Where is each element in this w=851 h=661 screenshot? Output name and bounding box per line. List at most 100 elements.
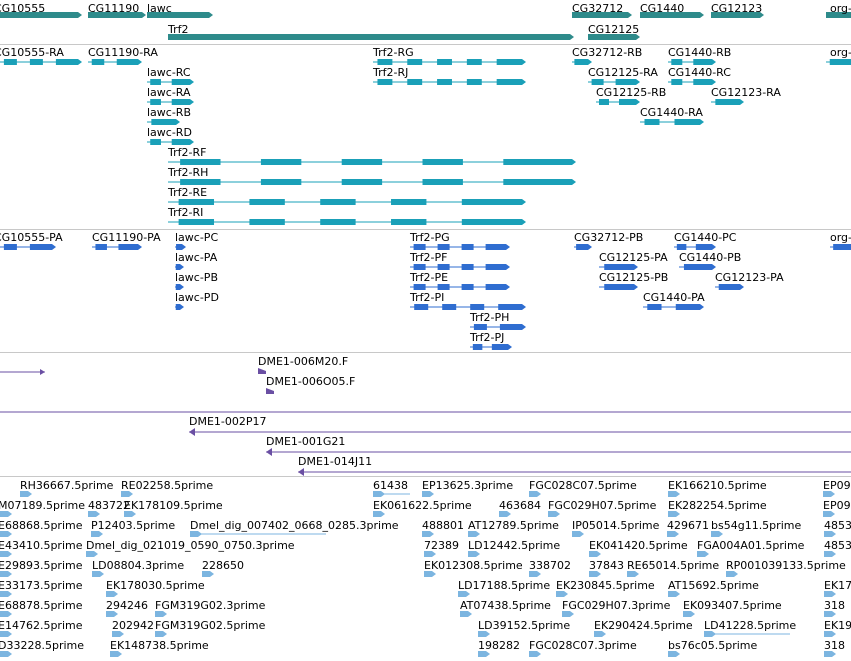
ests-feature-label[interactable]: LD41228.5prime xyxy=(704,619,797,632)
ests-feature-label[interactable]: 4853 xyxy=(824,519,851,532)
ests-feature-glyph[interactable] xyxy=(726,571,738,577)
ests-feature-label[interactable]: 429671 xyxy=(667,519,709,532)
proteins-feature-glyph[interactable] xyxy=(599,264,638,270)
ests-feature-glyph[interactable] xyxy=(529,491,541,497)
ests-feature-glyph[interactable] xyxy=(110,651,122,657)
proteins-feature-label[interactable]: Trf2-PH xyxy=(470,311,510,324)
genes-feature-glyph[interactable] xyxy=(147,12,213,18)
ests-feature-glyph[interactable] xyxy=(190,531,326,537)
transcripts-feature-glyph[interactable] xyxy=(0,59,82,65)
ests-feature-label[interactable]: AT15692.5prime xyxy=(668,579,759,592)
ests-feature-label[interactable]: FGC028C07.5prime xyxy=(529,479,637,492)
ests-feature-glyph[interactable] xyxy=(627,571,639,577)
ests-feature-glyph[interactable] xyxy=(668,511,680,517)
ests-feature-glyph[interactable] xyxy=(589,571,601,577)
ests-feature-label[interactable]: E29893.5prime xyxy=(0,559,83,572)
ests-feature-label[interactable]: AT12789.5prime xyxy=(468,519,559,532)
proteins-feature-label[interactable]: lawc-PB xyxy=(175,271,218,284)
ests-feature-glyph[interactable] xyxy=(373,491,410,497)
transcripts-feature-label[interactable]: CG12125-RA xyxy=(588,66,658,79)
ests-feature-glyph[interactable] xyxy=(824,651,836,657)
ests-feature-label[interactable]: 37843 xyxy=(589,559,624,572)
proteins-feature-label[interactable]: CG1440-PB xyxy=(679,251,742,264)
genes-feature-glyph[interactable] xyxy=(168,34,574,40)
transcripts-feature-glyph[interactable] xyxy=(588,79,640,85)
proteins-feature-label[interactable]: CG10555-PA xyxy=(0,231,63,244)
proteins-feature-label[interactable]: Trf2-PF xyxy=(410,251,448,264)
ests-feature-glyph[interactable] xyxy=(106,611,118,617)
genes-feature-glyph[interactable] xyxy=(826,12,851,18)
genes-feature-label[interactable]: CG12123 xyxy=(711,2,763,15)
proteins-feature-glyph[interactable] xyxy=(574,244,592,250)
ests-feature-glyph[interactable] xyxy=(0,551,12,557)
ests-feature-glyph[interactable] xyxy=(824,551,836,557)
ests-feature-label[interactable]: D33228.5prime xyxy=(0,639,85,652)
genes-feature-label[interactable]: CG12125 xyxy=(588,23,640,36)
ests-feature-label[interactable]: EK178030.5prime xyxy=(106,579,205,592)
transcripts-feature-glyph[interactable] xyxy=(572,59,592,65)
transcripts-feature-label[interactable]: lawc-RA xyxy=(147,86,191,99)
ests-feature-glyph[interactable] xyxy=(106,591,118,597)
ests-feature-glyph[interactable] xyxy=(424,551,436,557)
proteins-feature-glyph[interactable] xyxy=(830,244,851,250)
genes-feature-label[interactable]: CG1440 xyxy=(640,2,685,15)
transcripts-feature-glyph[interactable] xyxy=(596,99,640,105)
ests-feature-glyph[interactable] xyxy=(112,631,124,637)
proteins-feature-glyph[interactable] xyxy=(410,284,510,290)
genes-feature-glyph[interactable] xyxy=(711,12,764,18)
transcripts-feature-glyph[interactable] xyxy=(147,99,194,105)
ests-feature-label[interactable]: E68868.5prime xyxy=(0,519,83,532)
ests-feature-label[interactable]: P12403.5prime xyxy=(91,519,176,532)
bac-feature-glyph[interactable] xyxy=(266,448,851,456)
ests-feature-glyph[interactable] xyxy=(202,571,214,577)
transcripts-feature-glyph[interactable] xyxy=(168,219,526,225)
proteins-feature-label[interactable]: Trf2-PI xyxy=(410,291,445,304)
ests-feature-glyph[interactable] xyxy=(422,491,434,497)
ests-feature-label[interactable]: 202942 xyxy=(112,619,154,632)
ests-feature-glyph[interactable] xyxy=(91,531,103,537)
ests-feature-label[interactable]: bs54g11.5prime xyxy=(711,519,802,532)
ests-feature-glyph[interactable] xyxy=(0,511,12,517)
proteins-feature-glyph[interactable] xyxy=(679,264,716,270)
ests-feature-label[interactable]: FGM319G02.3prime xyxy=(155,599,266,612)
transcripts-feature-glyph[interactable] xyxy=(168,179,576,185)
ests-feature-label[interactable]: LD12442.5prime xyxy=(468,539,561,552)
ests-feature-label[interactable]: EK148738.5prime xyxy=(110,639,209,652)
transcripts-feature-glyph[interactable] xyxy=(168,199,526,205)
ests-feature-label[interactable]: EK290424.5prime xyxy=(594,619,693,632)
bac-feature-label[interactable]: DME1-001G21 xyxy=(266,435,346,448)
ests-feature-label[interactable]: Dmel_dig_007402_0668_0285.3prime xyxy=(190,519,399,532)
ests-feature-glyph[interactable] xyxy=(824,631,836,637)
proteins-feature-glyph[interactable] xyxy=(0,244,56,250)
ests-feature-glyph[interactable] xyxy=(424,571,436,577)
ests-feature-label[interactable]: RH36667.5prime xyxy=(20,479,114,492)
ests-feature-label[interactable]: 338702 xyxy=(529,559,571,572)
proteins-feature-glyph[interactable] xyxy=(175,244,186,250)
ests-feature-glyph[interactable] xyxy=(548,511,560,517)
ests-feature-label[interactable]: EK230845.5prime xyxy=(556,579,655,592)
ests-feature-label[interactable]: FGC028C07.3prime xyxy=(529,639,637,652)
ests-feature-glyph[interactable] xyxy=(668,491,680,497)
proteins-feature-glyph[interactable] xyxy=(410,304,526,310)
ests-feature-label[interactable]: EP09 xyxy=(823,499,851,512)
ests-feature-label[interactable]: FGC029H07.5prime xyxy=(548,499,657,512)
transcripts-feature-label[interactable]: lawc-RB xyxy=(147,106,191,119)
ests-feature-glyph[interactable] xyxy=(529,571,541,577)
transcripts-feature-label[interactable]: Trf2-RG xyxy=(373,46,414,59)
genes-feature-label[interactable]: org- xyxy=(830,2,851,15)
transcripts-feature-glyph[interactable] xyxy=(373,59,526,65)
ests-feature-label[interactable]: EP13625.3prime xyxy=(422,479,514,492)
bac-feature-label[interactable]: DME1-002P17 xyxy=(189,415,267,428)
transcripts-feature-glyph[interactable] xyxy=(88,59,142,65)
proteins-feature-glyph[interactable] xyxy=(175,264,184,270)
ests-feature-glyph[interactable] xyxy=(697,551,709,557)
proteins-feature-glyph[interactable] xyxy=(470,324,526,330)
proteins-feature-label[interactable]: CG12125-PA xyxy=(599,251,668,264)
ests-feature-glyph[interactable] xyxy=(155,611,167,617)
proteins-feature-label[interactable]: lawc-PD xyxy=(175,291,219,304)
transcripts-feature-glyph[interactable] xyxy=(373,79,526,85)
ests-feature-label[interactable]: RE02258.5prime xyxy=(121,479,214,492)
transcripts-feature-glyph[interactable] xyxy=(640,119,704,125)
ests-feature-label[interactable]: M07189.5prime xyxy=(0,499,86,512)
ests-feature-label[interactable]: 463684 xyxy=(499,499,541,512)
